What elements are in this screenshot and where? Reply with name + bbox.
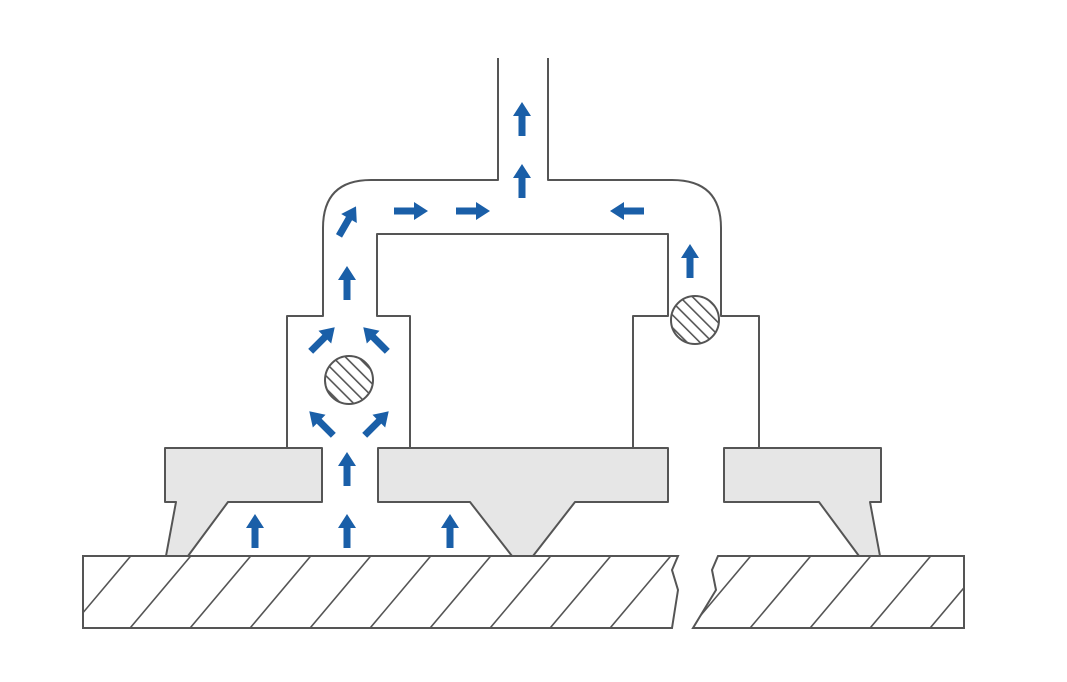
suction-pads	[164, 447, 882, 557]
right-pad	[723, 447, 882, 557]
flow-arrow-icon	[338, 452, 356, 486]
flow-arrow-icon	[338, 514, 356, 548]
flow-arrow-icon	[681, 244, 699, 278]
flow-arrow-icon	[308, 327, 335, 354]
flow-arrow-icon	[246, 514, 264, 548]
middle-pad	[377, 447, 669, 557]
flow-arrow-icon	[610, 202, 644, 220]
flow-arrow-icon	[394, 202, 428, 220]
channel-outline	[286, 58, 760, 449]
left-pad	[164, 447, 323, 557]
flow-arrow-icon	[456, 202, 490, 220]
flow-arrow-icon	[513, 164, 531, 198]
check-ball-icons	[324, 295, 720, 405]
flow-arrow-icon	[309, 411, 336, 438]
flow-arrow-icon	[441, 514, 459, 548]
flow-arrow-icon	[338, 266, 356, 300]
flow-arrow-icon	[363, 327, 390, 354]
hatched-base-plate	[82, 555, 965, 629]
flow-arrow-icon	[513, 102, 531, 136]
left-check-ball-icon	[324, 355, 374, 405]
flow-arrow-icon	[362, 411, 389, 438]
flow-arrow-icon	[335, 206, 357, 238]
flow-arrow-icons	[246, 102, 699, 548]
